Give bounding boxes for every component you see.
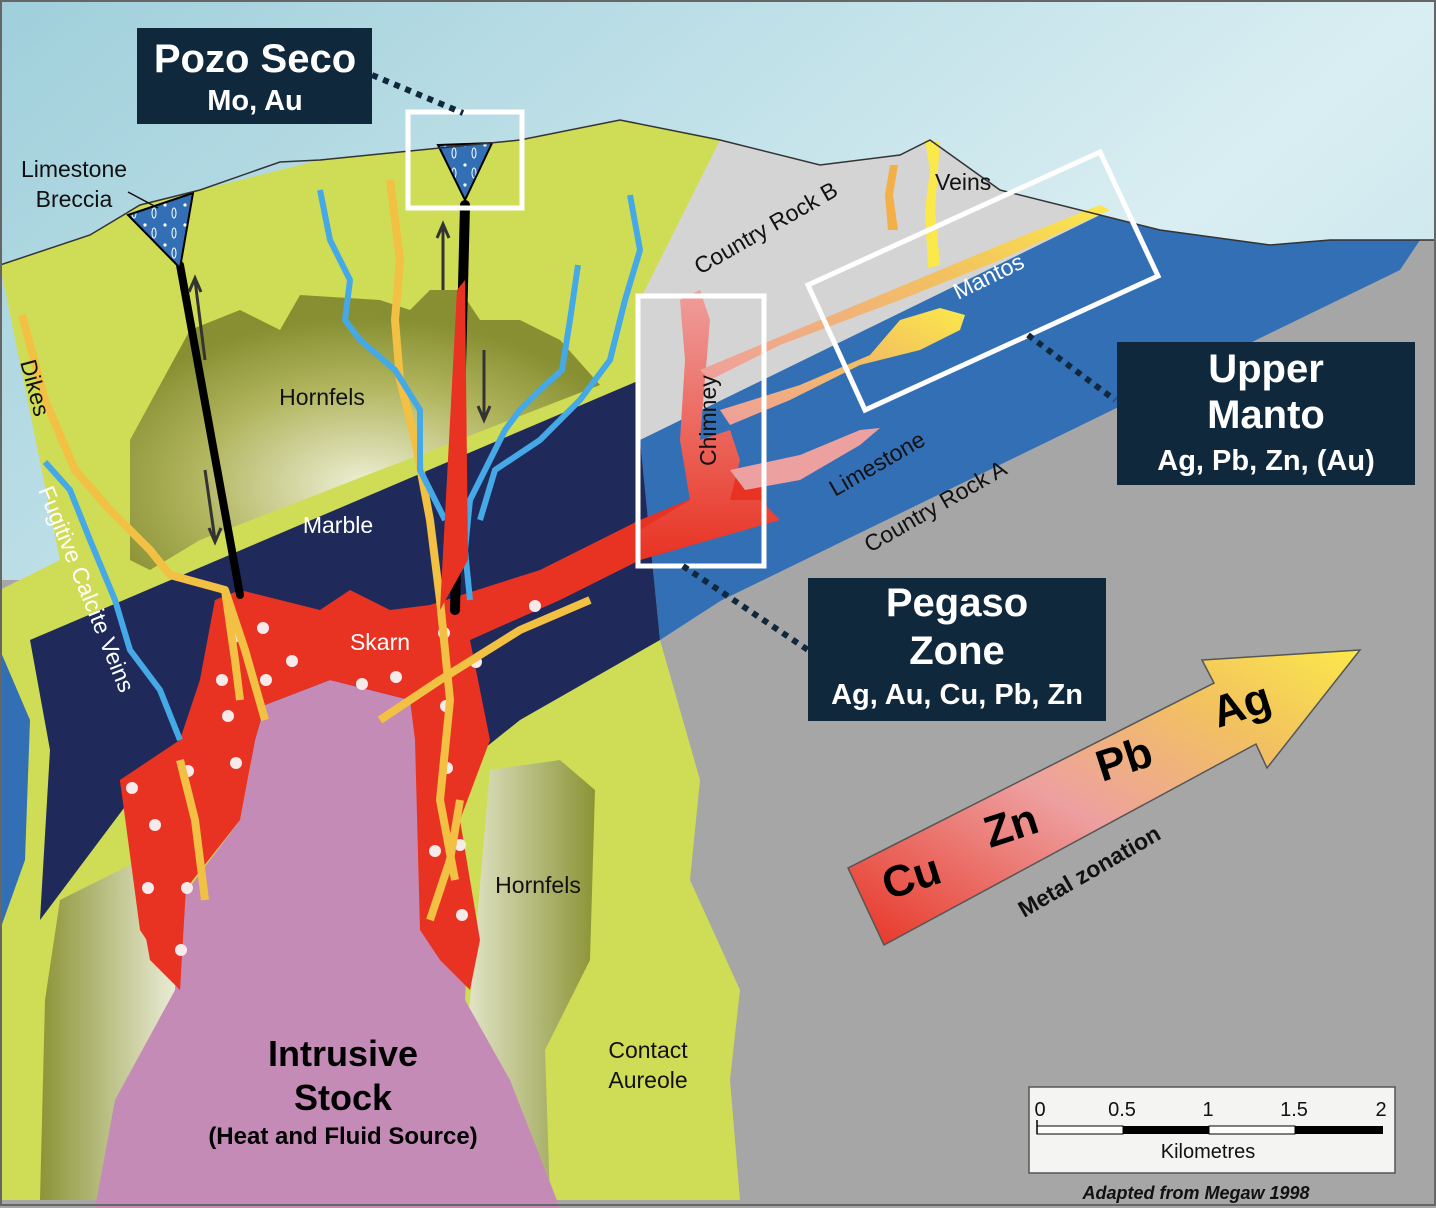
label-marble: Marble	[303, 512, 373, 538]
ground-surface-line	[0, 119, 1436, 266]
callout-upper-manto: Upper Manto Ag, Pb, Zn, (Au)	[1117, 342, 1415, 485]
breccia-pointer	[127, 191, 159, 209]
pozo-seco-title: Pozo Seco	[154, 37, 356, 81]
upper-manto-title-1: Upper	[1208, 347, 1324, 391]
limestone-breccia-pipe-pozo-seco	[436, 141, 494, 203]
pozo-seco-metals: Mo, Au	[207, 85, 303, 117]
label-limestone-breccia-1: Limestone	[21, 156, 127, 182]
callout-leaders	[370, 72, 1117, 653]
manto-branch-1	[700, 205, 1110, 380]
vein-orange	[885, 165, 898, 230]
scale-tick-0-5: 0.5	[1108, 1099, 1136, 1121]
label-skarn: Skarn	[350, 629, 410, 655]
label-contact-aureole-1: Contact	[608, 1037, 688, 1063]
pegaso-title-1: Pegaso	[886, 581, 1028, 625]
fault-red-seam	[440, 280, 468, 610]
label-stock-1: Intrusive	[268, 1033, 418, 1074]
fault-motion-arrows	[187, 220, 492, 546]
scale-tick-0: 0	[1034, 1099, 1045, 1121]
pegaso-metals: Ag, Au, Cu, Pb, Zn	[831, 679, 1083, 711]
scale-tick-1: 1	[1202, 1099, 1213, 1121]
upper-manto-metals: Ag, Pb, Zn, (Au)	[1157, 445, 1374, 477]
scale-bar: 0 0.5 1 1.5 2 Kilometres	[1028, 1086, 1396, 1174]
manto-branch-2	[720, 308, 965, 425]
label-stock-3: (Heat and Fluid Source)	[208, 1123, 477, 1150]
label-stock-2: Stock	[294, 1077, 393, 1118]
chimney	[640, 290, 780, 560]
manto-branch-3	[730, 428, 880, 490]
upper-manto-title-2: Manto	[1207, 393, 1325, 437]
label-limestone-breccia-2: Breccia	[36, 186, 113, 212]
vein-yellow	[925, 140, 940, 268]
metal-zonation-arrow: Cu Zn Pb Ag Metal zonation	[847, 649, 1362, 947]
scale-tick-1-5: 1.5	[1280, 1099, 1308, 1121]
callout-pozo-seco: Pozo Seco Mo, Au	[137, 28, 372, 124]
label-veins: Veins	[935, 169, 991, 195]
label-hornfels-lower: Hornfels	[495, 872, 581, 898]
callout-pegaso-zone: Pegaso Zone Ag, Au, Cu, Pb, Zn	[808, 578, 1106, 721]
pozo-seco-frame	[405, 109, 525, 211]
scale-tick-2: 2	[1375, 1099, 1386, 1121]
scale-unit: Kilometres	[1161, 1141, 1255, 1163]
label-chimney: Chimney	[695, 375, 721, 466]
pegaso-zone-frame	[635, 293, 767, 569]
label-contact-aureole-2: Aureole	[608, 1067, 687, 1093]
credit: Adapted from Megaw 1998	[1081, 1183, 1309, 1203]
label-hornfels-upper: Hornfels	[279, 384, 365, 410]
limestone-breccia-pipe-left	[126, 191, 195, 271]
upper-manto-frame	[804, 148, 1162, 414]
pegaso-title-2: Zone	[909, 629, 1005, 673]
country-rock-b	[640, 140, 1100, 440]
